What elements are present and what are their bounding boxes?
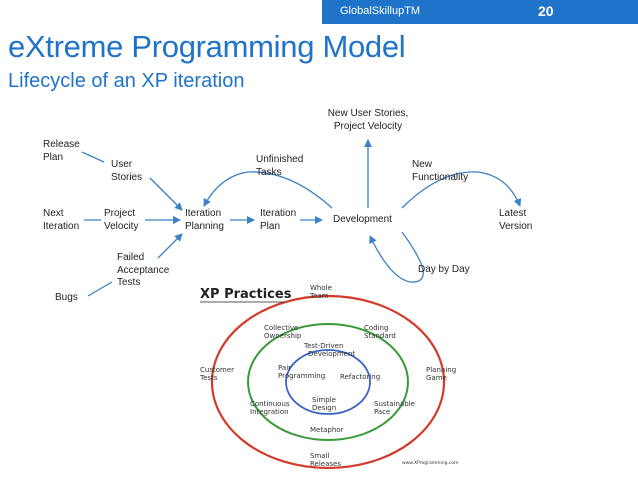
refactoring-label: Refactoring	[340, 373, 380, 381]
bugs-label: Bugs	[55, 292, 78, 303]
arrow-dev-to-latest	[401, 171, 522, 209]
practices-title: XP Practices	[200, 287, 292, 302]
day-by-day-label: Day by Day	[418, 264, 470, 275]
development-label: Development	[333, 214, 392, 225]
practices-credit: www.XProgramming.com	[402, 460, 459, 466]
outer-ring	[210, 294, 446, 470]
arrow-dev-to-planning	[203, 171, 333, 209]
header-bar: GlobalSkillupTM 20	[322, 0, 638, 24]
inner-ring	[285, 349, 371, 415]
middle-ring	[247, 323, 409, 441]
arrow-release-to-stories	[81, 151, 105, 163]
arrow-day-by-day	[369, 231, 424, 283]
arrow-bugs-to-failed	[87, 281, 113, 297]
arrow-stories-to-planning	[149, 177, 183, 211]
slide-number: 20	[538, 3, 554, 19]
new-user-stories-label: New User Stories,Project Velocity	[327, 108, 409, 132]
page-subtitle: Lifecycle of an XP iteration	[8, 70, 245, 92]
arrow-failed-to-planning	[157, 233, 183, 259]
page-title: eXtreme Programming Model	[8, 29, 406, 64]
brand-label: GlobalSkillupTM	[340, 5, 421, 17]
metaphor-label: Metaphor	[310, 426, 344, 434]
